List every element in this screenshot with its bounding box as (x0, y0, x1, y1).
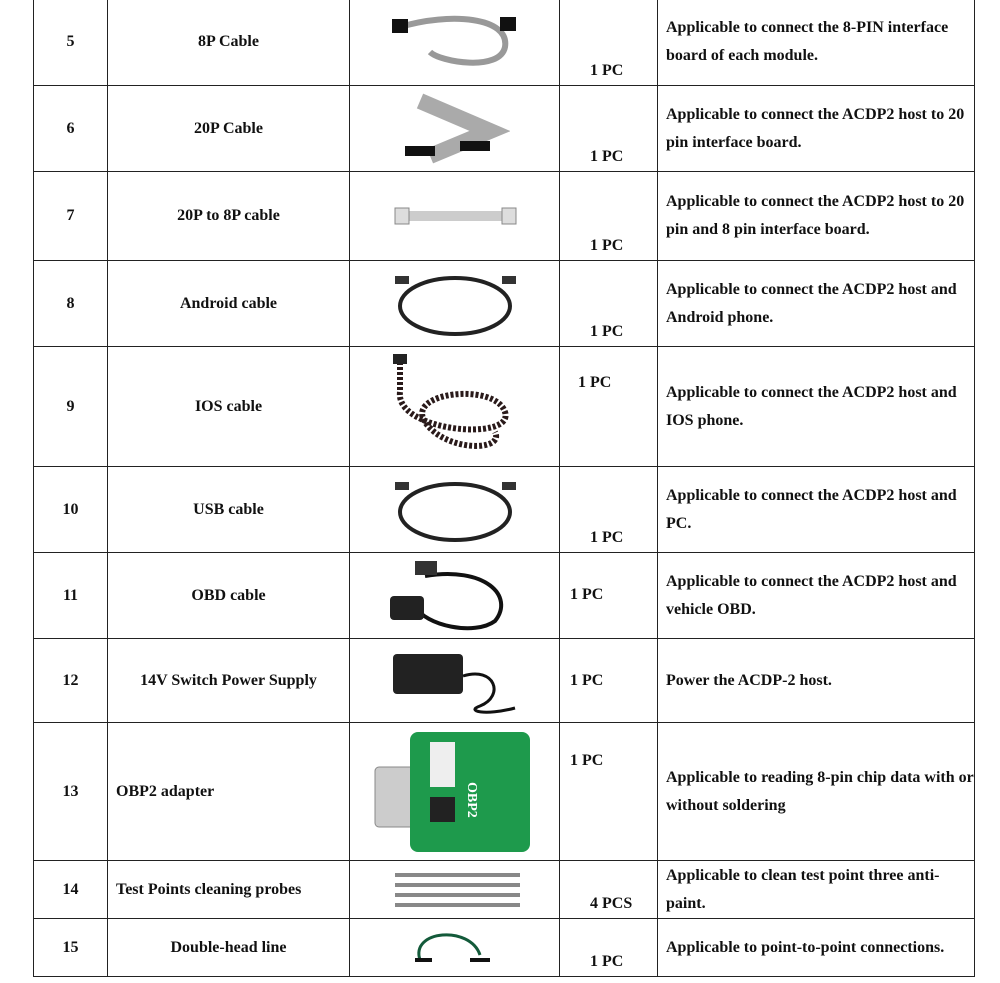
item-quantity-cell: 1 PC (559, 171, 658, 261)
item-quantity-cell: 1 PC (559, 85, 658, 172)
item-quantity: 1 PC (570, 586, 604, 603)
obd-cable-icon (350, 556, 559, 636)
svg-text:OBP2: OBP2 (464, 782, 479, 818)
item-quantity: 4 PCS (590, 895, 633, 912)
accessories-table: 5 8P Cable 1 PC Applicable to connect th… (33, 0, 975, 977)
item-quantity-cell: 1 PC (559, 466, 658, 553)
item-quantity-cell: 1 PC (559, 0, 658, 86)
item-quantity-cell: 1 PC (559, 722, 658, 861)
braided-cable-icon (350, 352, 559, 462)
item-number: 8 (33, 260, 108, 347)
item-name: USB cable (107, 466, 350, 553)
item-description: Applicable to connect the ACDP2 host and… (657, 466, 975, 553)
table-row: 10 USB cable 1 PC Applicable to connect … (33, 466, 975, 553)
usb-cable-icon (350, 472, 559, 547)
item-quantity-cell: 1 PC (559, 638, 658, 723)
item-description: Power the ACDP-2 host. (657, 638, 975, 723)
item-description: Applicable to point-to-point connections… (657, 918, 975, 977)
item-description: Applicable to connect the ACDP2 host to … (657, 171, 975, 261)
table-row: 15 Double-head line 1 PC Applicable to p… (33, 918, 975, 977)
table-row: 7 20P to 8P cable 1 PC Applicable to con… (33, 171, 975, 261)
table-row: 13 OBP2 adapter OBP2 1 PC Applicable to … (33, 722, 975, 861)
item-quantity: 1 PC (570, 672, 604, 689)
item-quantity: 1 PC (570, 752, 604, 769)
item-description: Applicable to connect the ACDP2 host and… (657, 346, 975, 467)
item-number: 12 (33, 638, 108, 723)
item-number: 7 (33, 171, 108, 261)
item-name: IOS cable (107, 346, 350, 467)
flat-cable-icon (350, 196, 559, 236)
item-image (349, 85, 560, 172)
ribbon-cable-20p-icon (350, 91, 559, 166)
item-number: 10 (33, 466, 108, 553)
item-number: 9 (33, 346, 108, 467)
item-name: Test Points cleaning probes (107, 860, 350, 919)
item-quantity: 1 PC (590, 529, 624, 546)
item-quantity: 1 PC (590, 237, 624, 254)
item-name: OBP2 adapter (107, 722, 350, 861)
item-image (349, 466, 560, 553)
table-row: 14 Test Points cleaning probes 4 PCS App… (33, 860, 975, 919)
item-image (349, 171, 560, 261)
power-adapter-icon (350, 646, 559, 716)
item-description: Applicable to connect the ACDP2 host and… (657, 552, 975, 639)
item-description: Applicable to connect the ACDP2 host and… (657, 260, 975, 347)
item-quantity-cell: 1 PC (559, 918, 658, 977)
table-row: 9 IOS cable 1 PC Applicable to connect t… (33, 346, 975, 467)
wire-icon (350, 925, 559, 970)
item-number: 6 (33, 85, 108, 172)
item-name: 20P to 8P cable (107, 171, 350, 261)
table-row: 12 14V Switch Power Supply 1 PC Power th… (33, 638, 975, 723)
item-number: 14 (33, 860, 108, 919)
probes-icon (350, 867, 559, 912)
item-description: Applicable to reading 8-pin chip data wi… (657, 722, 975, 861)
item-description: Applicable to connect the 8-PIN interfac… (657, 0, 975, 86)
item-name: OBD cable (107, 552, 350, 639)
item-quantity-cell: 1 PC (559, 260, 658, 347)
item-description: Applicable to clean test point three ant… (657, 860, 975, 919)
item-image: OBP2 (349, 722, 560, 861)
item-quantity-cell: 1 PC (559, 346, 658, 467)
item-image (349, 552, 560, 639)
item-quantity-cell: 4 PCS (559, 860, 658, 919)
item-image (349, 346, 560, 467)
item-quantity-cell: 1 PC (559, 552, 658, 639)
pcb-adapter-icon: OBP2 (350, 727, 559, 857)
table-row: 8 Android cable 1 PC Applicable to conne… (33, 260, 975, 347)
item-name: 8P Cable (107, 0, 350, 86)
item-number: 13 (33, 722, 108, 861)
item-number: 5 (33, 0, 108, 86)
item-number: 11 (33, 552, 108, 639)
table-row: 11 OBD cable 1 PC Applicable to connect … (33, 552, 975, 639)
item-image (349, 860, 560, 919)
item-name: Double-head line (107, 918, 350, 977)
item-name: 14V Switch Power Supply (107, 638, 350, 723)
item-image (349, 638, 560, 723)
item-quantity: 1 PC (590, 62, 624, 79)
item-name: Android cable (107, 260, 350, 347)
item-number: 15 (33, 918, 108, 977)
table-row: 6 20P Cable 1 PC Applicable to connect t… (33, 85, 975, 172)
item-image (349, 260, 560, 347)
item-description: Applicable to connect the ACDP2 host to … (657, 85, 975, 172)
usb-cable-icon (350, 266, 559, 341)
item-quantity: 1 PC (590, 148, 624, 165)
item-quantity: 1 PC (590, 953, 624, 970)
table-row: 5 8P Cable 1 PC Applicable to connect th… (33, 0, 975, 86)
item-quantity: 1 PC (578, 374, 612, 391)
item-image (349, 918, 560, 977)
ribbon-cable-8p-icon (350, 7, 559, 77)
item-image (349, 0, 560, 86)
item-name: 20P Cable (107, 85, 350, 172)
item-quantity: 1 PC (590, 323, 624, 340)
